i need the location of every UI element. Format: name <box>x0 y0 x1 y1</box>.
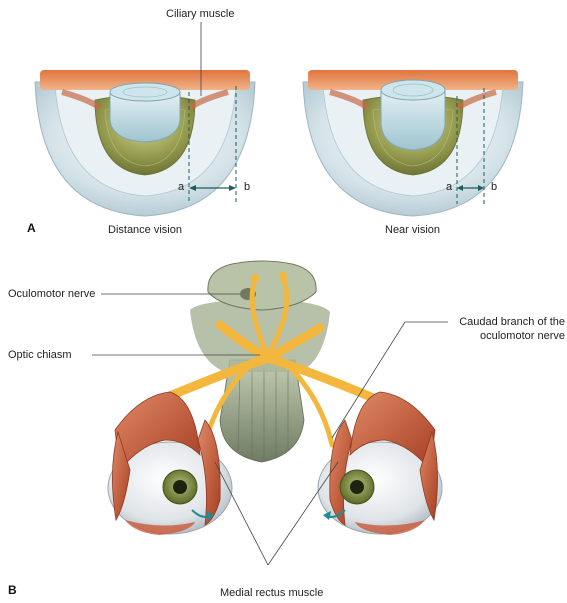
near-vision-caption: Near vision <box>385 224 440 236</box>
ciliary-muscle-label: Ciliary muscle <box>166 8 234 20</box>
marker-b-right: b <box>491 181 497 193</box>
distance-vision-eye <box>35 70 255 216</box>
marker-a-right: a <box>446 181 452 193</box>
medial-rectus-label: Medial rectus muscle <box>220 587 323 599</box>
optic-chiasm-label: Optic chiasm <box>8 349 72 361</box>
marker-b-left: b <box>244 181 250 193</box>
oculomotor-nerve-label: Oculomotor nerve <box>8 288 95 300</box>
marker-a-left: a <box>178 181 184 193</box>
panel-b-letter: B <box>8 584 17 596</box>
distance-vision-caption: Distance vision <box>108 224 182 236</box>
caudad-branch-label-line1: Caudad branch of the <box>459 316 565 328</box>
midbrain-section <box>208 261 316 310</box>
near-vision-eye <box>303 70 523 216</box>
panel-a-letter: A <box>27 222 36 234</box>
caudad-branch-label-line2: oculomotor nerve <box>480 330 565 342</box>
